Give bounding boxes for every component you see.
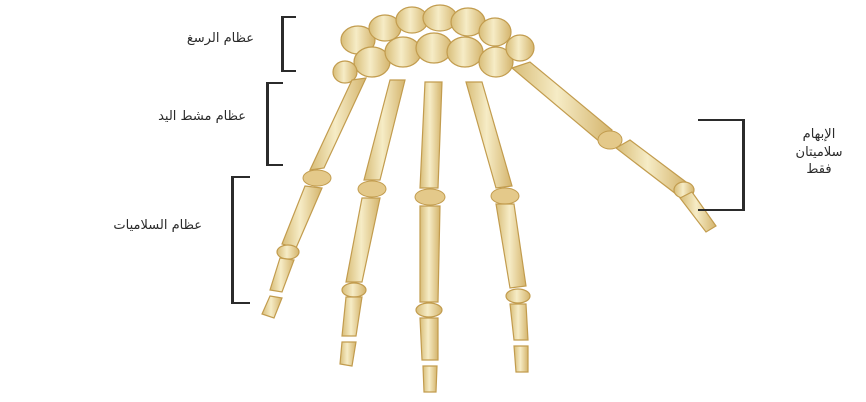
thumb-bracket — [698, 119, 745, 211]
metacarpals-bracket — [266, 82, 283, 166]
index-finger-phalanges — [496, 204, 530, 372]
ring-finger-phalanges — [340, 198, 380, 366]
thumb-label-line-3: فقط — [754, 161, 866, 179]
little-finger-phalanges — [262, 186, 322, 318]
thumb-label: الإبهام سلاميتان فقط — [754, 126, 866, 179]
phalanges-bracket — [231, 176, 250, 304]
carpals-label: عظام الرسغ — [187, 30, 254, 48]
thumb-label-line-1: الإبهام — [754, 126, 866, 144]
carpals-bracket — [281, 16, 296, 72]
middle-finger-phalanges — [416, 206, 442, 392]
metacarpal-bones — [310, 62, 612, 188]
carpal-bones — [333, 5, 534, 83]
thumb-label-line-2: سلاميتان — [754, 144, 866, 162]
metacarpals-label: عظام مشط اليد — [158, 108, 246, 126]
knuckle-joints — [303, 131, 622, 205]
phalanges-label: عظام السلاميات — [113, 217, 202, 235]
